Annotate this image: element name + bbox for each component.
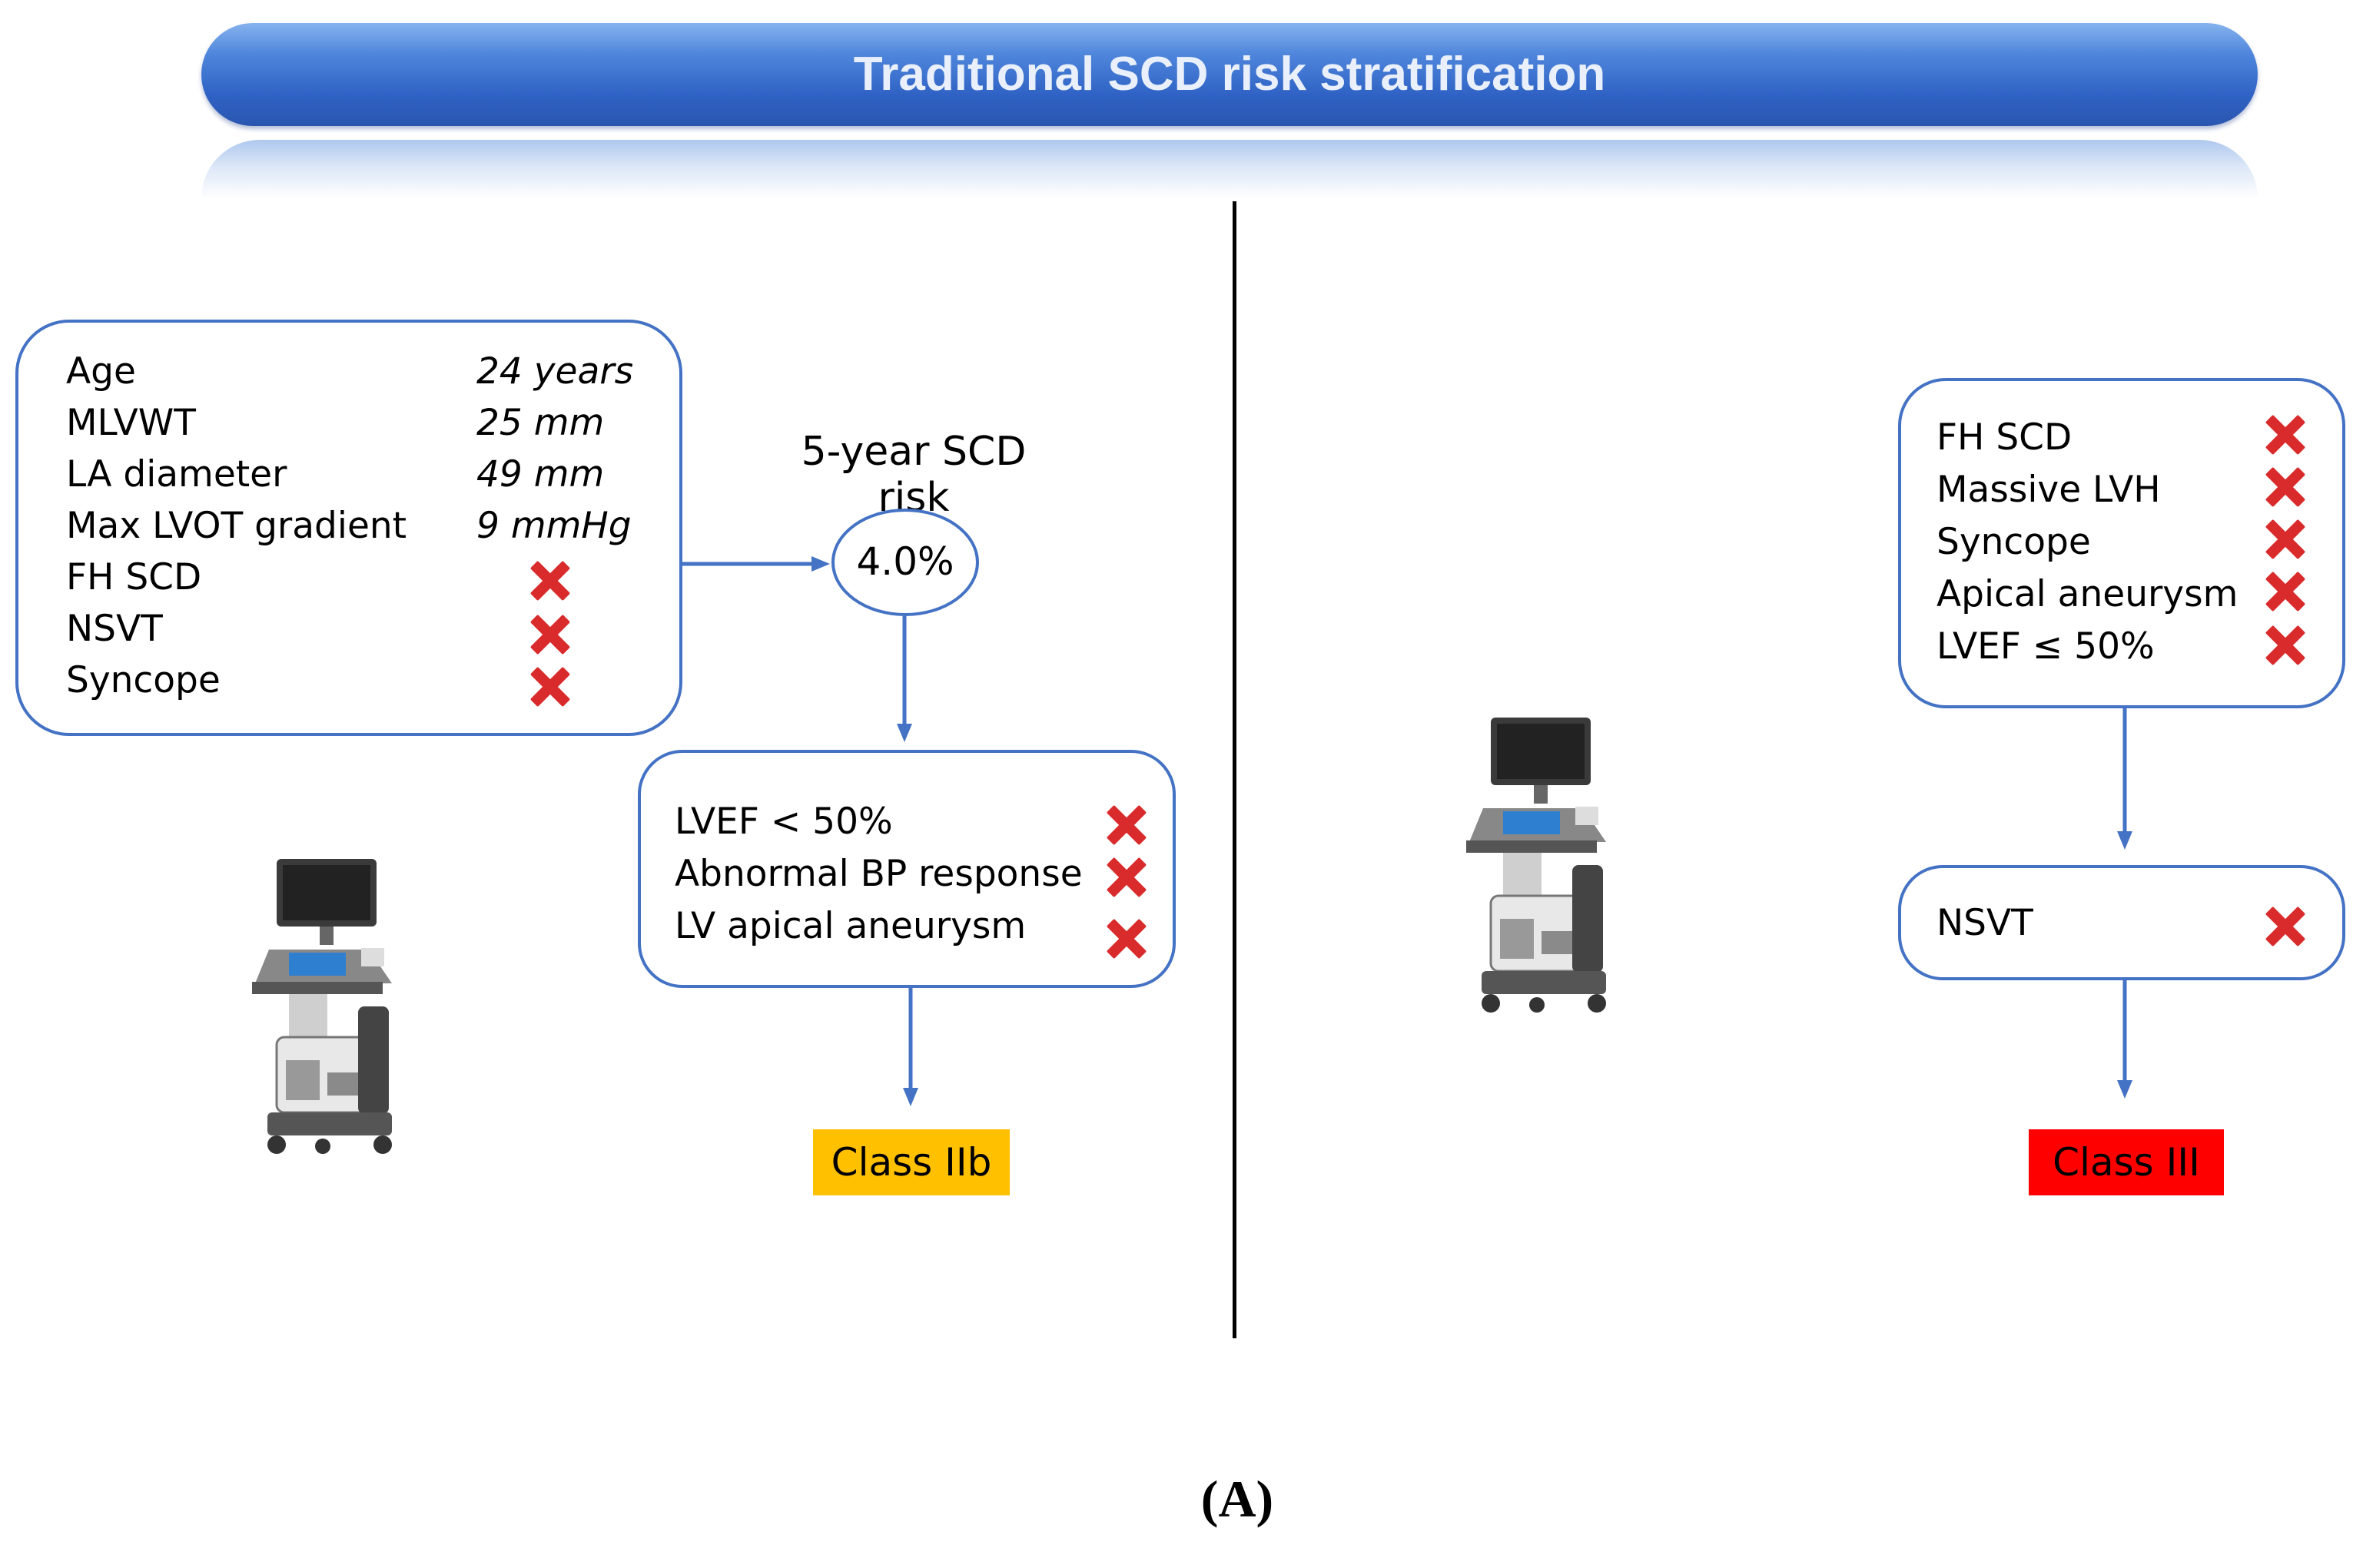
criteria-label-lvef: LVEF ≤ 50%: [1936, 625, 2155, 668]
param-value-age: 24 years: [476, 350, 634, 393]
cross-icon: [2265, 415, 2305, 455]
diagram-title: Traditional SCD risk stratification: [853, 48, 1606, 101]
cross-icon: [2265, 572, 2305, 612]
cross-icon: [2265, 519, 2305, 559]
cross-icon: [2265, 907, 2305, 946]
arrow-to-risk: [682, 556, 830, 572]
risk-modifiers-box: LVEF < 50% Abnormal BP response LV apica…: [638, 750, 1176, 988]
arrow-to-class-iii: [2117, 980, 2132, 1099]
modifier-label-bp: Abnormal BP response: [675, 853, 1083, 895]
cross-icon: [2265, 625, 2305, 665]
risk-parameters-box: Age 24 years MLVWT 25 mm LA diameter 49 …: [15, 320, 682, 736]
param-label-mlvwt: MLVWT: [66, 402, 196, 444]
cross-icon: [530, 561, 570, 601]
risk-ellipse: [831, 509, 979, 616]
param-value-mlvwt: 25 mm: [476, 402, 605, 444]
modifier-label-aneurysm: LV apical aneurysm: [675, 905, 1027, 947]
arrow-to-class-iib: [903, 988, 918, 1106]
criteria-box: FH SCD Massive LVH Syncope Apical aneury…: [1898, 378, 2345, 708]
banner-reflection: [201, 140, 2258, 198]
param-label-max-lvot: Max LVOT gradient: [66, 505, 407, 547]
param-label-nsvt: NSVT: [66, 608, 163, 650]
criteria-label-fh-scd: FH SCD: [1936, 416, 2073, 459]
arrow-to-modifiers: [897, 616, 912, 742]
cross-icon: [1107, 919, 1147, 959]
criteria-label-syncope: Syncope: [1936, 521, 2091, 563]
nsvt-box: NSVT: [1898, 865, 2345, 980]
panel-divider: [1233, 201, 1236, 1338]
class-iib-badge: Class IIb: [813, 1129, 1010, 1195]
cross-icon: [530, 615, 570, 655]
param-label-la-diameter: LA diameter: [66, 453, 287, 496]
criteria-label-massive-lvh: Massive LVH: [1936, 469, 2161, 511]
cross-icon: [1107, 805, 1147, 845]
echocardiography-machine-icon: [252, 859, 392, 1154]
param-value-max-lvot: 9 mmHg: [476, 505, 632, 547]
cross-icon: [1107, 857, 1147, 897]
panel-label: (A): [1200, 1470, 1274, 1528]
cross-icon: [2265, 467, 2305, 507]
class-iii-badge: Class III: [2029, 1129, 2224, 1195]
title-banner: [201, 23, 2258, 126]
modifier-label-lvef: LVEF < 50%: [675, 801, 893, 843]
arrow-to-nsvt: [2117, 708, 2132, 850]
secondary-label-nsvt: NSVT: [1936, 902, 2033, 944]
criteria-label-apical-aneurysm: Apical aneurysm: [1936, 573, 2239, 615]
param-label-fh-scd: FH SCD: [66, 556, 202, 598]
param-label-syncope: Syncope: [66, 659, 221, 701]
echocardiography-machine-icon: [1466, 718, 1606, 1013]
risk-value: 4.0%: [856, 539, 954, 584]
param-label-age: Age: [66, 350, 136, 393]
param-value-la-diameter: 49 mm: [476, 453, 605, 496]
risk-label: 5-year SCD risk: [801, 429, 1027, 521]
cross-icon: [530, 667, 570, 707]
